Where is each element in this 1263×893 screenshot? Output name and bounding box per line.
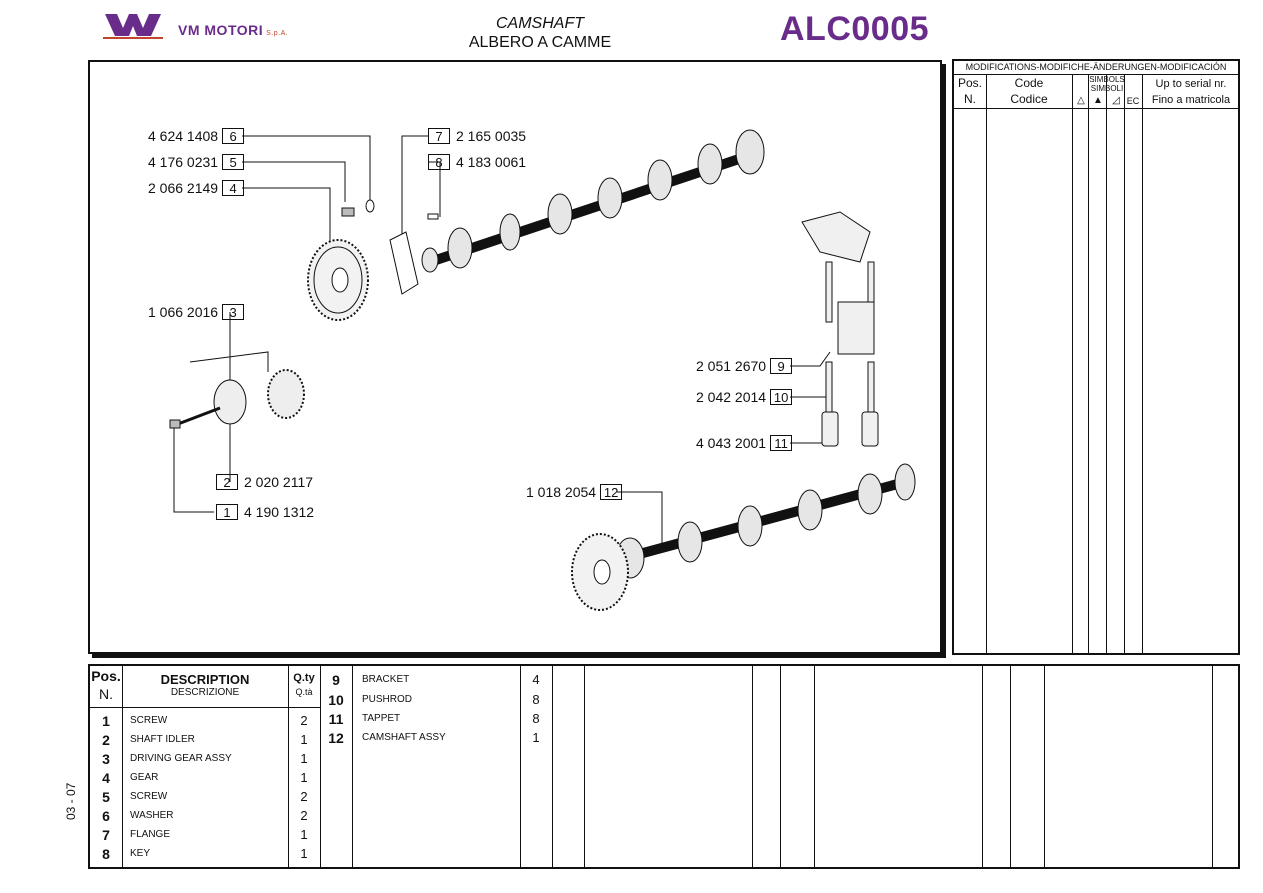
ec-label: EC bbox=[1126, 96, 1140, 106]
table-code: ALC0005 bbox=[780, 10, 930, 48]
title-italian: ALBERO A CAMME bbox=[468, 34, 612, 51]
bracket-assembly bbox=[801, 211, 879, 447]
modifications-heading: MODIFICATIONS-MODIFICHE-ÄNDERUNGEN-MODIF… bbox=[954, 61, 1238, 75]
mods-simboli-label: SIMBOLI bbox=[1090, 84, 1124, 93]
page-title: CAMSHAFT ALBERO A CAMME bbox=[420, 14, 660, 52]
modifications-table: MODIFICATIONS-MODIFICHE-ÄNDERUNGEN-MODIF… bbox=[952, 59, 1240, 655]
lower-camshaft bbox=[571, 463, 916, 611]
mods-simbols-label: SIMBOLS bbox=[1089, 75, 1125, 84]
parts-pos-label: Pos. bbox=[91, 668, 121, 684]
mods-matricola-label: Fino a matricola bbox=[1151, 94, 1231, 106]
mods-n-label: N. bbox=[964, 92, 976, 106]
triangle-outline-icon: △ bbox=[1077, 95, 1085, 106]
mods-serial-label: Up to serial nr. bbox=[1155, 78, 1227, 90]
brand-suffix: S.p.A. bbox=[266, 30, 289, 37]
parts-n-label: N. bbox=[99, 686, 113, 702]
parts-description-label: DESCRIPTION bbox=[160, 672, 250, 687]
mods-codice-label: Codice bbox=[1010, 92, 1048, 106]
driving-gear-assy bbox=[169, 369, 305, 429]
parts-descrizione-label: DESCRIZIONE bbox=[170, 687, 240, 698]
revision-date: 03 - 07 bbox=[64, 782, 78, 820]
parts-illustration bbox=[169, 129, 916, 611]
triangle-filled-icon: ▲ bbox=[1093, 95, 1103, 106]
parts-list-table: Pos. N. DESCRIPTION DESCRIZIONE Q.ty Q.t… bbox=[88, 664, 1240, 869]
parts-qty-label: Q.ty bbox=[293, 672, 315, 684]
triangle-box-icon: ◿ bbox=[1112, 95, 1120, 106]
brand-name: VM MOTORI bbox=[178, 22, 264, 38]
gear-4 bbox=[307, 239, 369, 321]
parts-qta-label: Q.tà bbox=[295, 687, 313, 697]
upper-camshaft bbox=[421, 129, 765, 273]
mods-pos-label: Pos. bbox=[957, 76, 982, 90]
title-english: CAMSHAFT bbox=[496, 15, 584, 32]
mods-code-label: Code bbox=[1014, 76, 1044, 90]
logo-mark-icon bbox=[103, 14, 163, 39]
